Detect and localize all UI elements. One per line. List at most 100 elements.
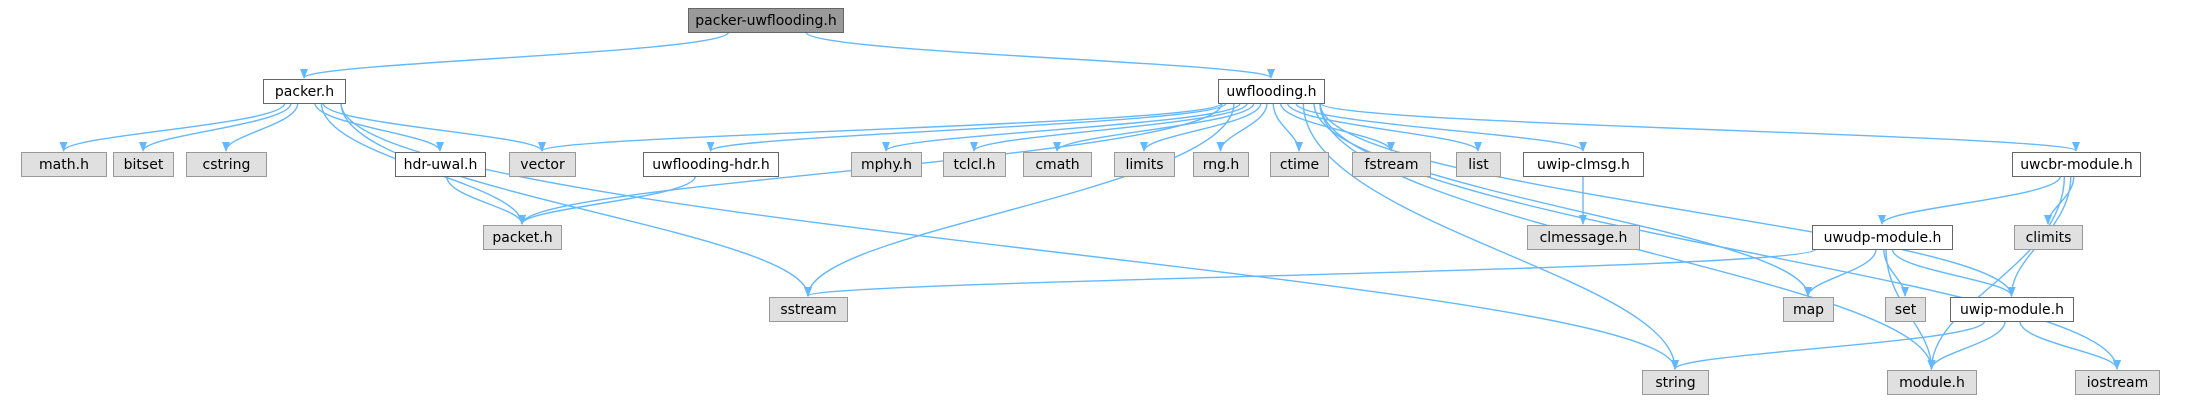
edge-uwflooding_hdr-to-packet xyxy=(518,175,697,225)
node-box xyxy=(943,152,1006,177)
edge-line xyxy=(1883,248,1909,297)
node-packet: packet.h xyxy=(483,225,562,250)
node-box xyxy=(2012,152,2141,177)
node-uwip-clmsg[interactable]: uwip-clmsg.h xyxy=(1523,152,1644,177)
node-box xyxy=(1023,152,1092,177)
edge-line xyxy=(139,102,292,152)
node-label: packer-uwflooding.h xyxy=(695,13,836,29)
node-ctime: ctime xyxy=(1270,152,1329,177)
edge-uwflooding-to-rng xyxy=(1216,102,1268,152)
node-box xyxy=(688,8,844,33)
node-label: rng.h xyxy=(1203,157,1240,173)
edge-line xyxy=(1319,102,2016,297)
edge-line xyxy=(1295,102,1587,152)
edge-uwflooding-to-uwflooding_hdr xyxy=(706,102,1227,152)
edge-uwflooding-to-uwcbr_module xyxy=(1319,102,2080,152)
node-label: uwcbr-module.h xyxy=(2020,157,2133,173)
node-climits: climits xyxy=(2014,225,2083,250)
edge-packer-to-bitset xyxy=(139,102,292,152)
node-label: packer.h xyxy=(275,84,334,100)
edge-uwflooding-to-list xyxy=(1286,102,1482,152)
edge-uwip_module-to-string xyxy=(1671,320,1986,370)
edge-uwflooding-to-iostream xyxy=(1319,102,2121,370)
node-uwip-module[interactable]: uwip-module.h xyxy=(1950,297,2074,322)
node-label: ctime xyxy=(1280,157,1319,173)
node-label: map xyxy=(1793,302,1824,318)
edge-packer-to-math xyxy=(59,102,286,152)
node-packer[interactable]: packer.h xyxy=(263,79,346,104)
edge-uwip_module-to-module xyxy=(1927,320,2006,370)
node-label: math.h xyxy=(39,157,89,173)
node-box xyxy=(1885,297,1926,322)
edge-packer_uwflooding-to-packer xyxy=(300,31,730,79)
node-box xyxy=(2014,225,2083,250)
edge-uwflooding-to-ctime xyxy=(1272,102,1303,152)
edge-line xyxy=(340,102,812,297)
edge-packer-to-cstring xyxy=(222,102,299,152)
node-vector: vector xyxy=(509,152,576,177)
node-packer-uwflooding[interactable]: packer-uwflooding.h xyxy=(688,8,844,33)
node-box xyxy=(263,79,346,104)
node-box xyxy=(1783,297,1834,322)
node-cmath: cmath xyxy=(1023,152,1092,177)
edge-line xyxy=(538,102,1223,152)
node-label: tclcl.h xyxy=(954,157,996,173)
node-uwflooding-hdr[interactable]: uwflooding-hdr.h xyxy=(643,152,779,177)
edge-line xyxy=(970,102,1248,152)
node-hdr-uwal[interactable]: hdr-uwal.h xyxy=(395,152,486,177)
node-map: map xyxy=(1783,297,1834,322)
edge-uwflooding-to-cmath xyxy=(1053,102,1255,152)
edge-line xyxy=(706,102,1227,152)
edge-line xyxy=(222,102,299,152)
node-box xyxy=(509,152,576,177)
node-list: list xyxy=(1456,152,1501,177)
edge-line xyxy=(1671,320,1986,370)
node-label: uwudp-module.h xyxy=(1824,230,1942,246)
node-fstream: fstream xyxy=(1352,152,1431,177)
node-module: module.h xyxy=(1887,370,1977,395)
edge-line xyxy=(2019,320,2121,370)
edge-line xyxy=(518,175,697,225)
node-tclcl: tclcl.h xyxy=(943,152,1006,177)
node-uwudp-module[interactable]: uwudp-module.h xyxy=(1812,225,1953,250)
edge-line xyxy=(1053,102,1255,152)
node-cstring: cstring xyxy=(186,152,267,177)
node-label: uwflooding-hdr.h xyxy=(652,157,769,173)
node-sstream: sstream xyxy=(769,297,848,322)
node-bitset: bitset xyxy=(113,152,174,177)
node-box xyxy=(1887,370,1977,395)
edge-uwflooding-to-fstream xyxy=(1279,102,1395,152)
node-label: limits xyxy=(1125,157,1163,173)
node-string: string xyxy=(1642,370,1709,395)
edge-line xyxy=(1286,102,1482,152)
node-label: mphy.h xyxy=(861,157,912,173)
edge-line xyxy=(314,102,444,152)
node-uwflooding[interactable]: uwflooding.h xyxy=(1218,79,1325,104)
node-label: string xyxy=(1655,375,1695,391)
node-box xyxy=(1642,370,1709,395)
node-label: cmath xyxy=(1035,157,1079,173)
edge-line xyxy=(805,31,1275,79)
node-label: packet.h xyxy=(492,230,552,246)
node-box xyxy=(1218,79,1325,104)
edge-uwflooding-to-vector xyxy=(538,102,1223,152)
edge-uwcbr_module-to-uwudp_module xyxy=(1878,175,2062,225)
edge-uwflooding-to-tclcl xyxy=(970,102,1248,152)
node-uwcbr-module[interactable]: uwcbr-module.h xyxy=(2012,152,2141,177)
node-box xyxy=(395,152,486,177)
node-label: cstring xyxy=(203,157,251,173)
edge-uwudp_module-to-set xyxy=(1883,248,1909,297)
edge-packer_uwflooding-to-uwflooding xyxy=(805,31,1275,79)
node-box xyxy=(1352,152,1431,177)
node-label: uwip-clmsg.h xyxy=(1537,157,1630,173)
edge-packer-to-sstream xyxy=(340,102,812,297)
edge-uwflooding-to-sstream xyxy=(804,102,1235,297)
node-box xyxy=(1193,152,1249,177)
node-mphy: mphy.h xyxy=(851,152,922,177)
edge-line xyxy=(59,102,286,152)
edge-line xyxy=(322,102,546,152)
node-box xyxy=(1523,152,1644,177)
node-box xyxy=(1812,225,1953,250)
node-box xyxy=(769,297,848,322)
node-iostream: iostream xyxy=(2075,370,2160,395)
